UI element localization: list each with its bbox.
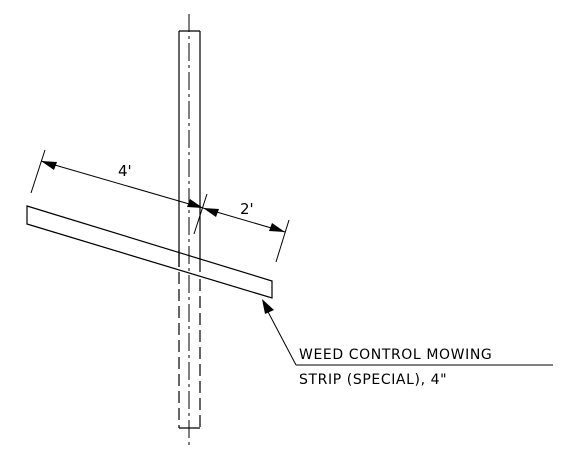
extension-line-center <box>193 193 208 235</box>
callout-leader <box>262 299 553 366</box>
dimension-line-4ft <box>40 160 204 209</box>
extension-line-right <box>275 219 290 263</box>
post-hidden-below <box>178 272 201 429</box>
callout-line-1: WEED CONTROL MOWING <box>299 347 492 363</box>
post-above <box>178 30 201 272</box>
mowing-strip <box>26 205 273 299</box>
callout-line-2: STRIP (SPECIAL), 4" <box>299 372 447 388</box>
dimension-label-2ft: 2' <box>240 200 254 218</box>
dimension-label-4ft: 4' <box>118 162 132 180</box>
dimension-line-2ft <box>202 207 286 233</box>
extension-line-left <box>30 149 46 194</box>
